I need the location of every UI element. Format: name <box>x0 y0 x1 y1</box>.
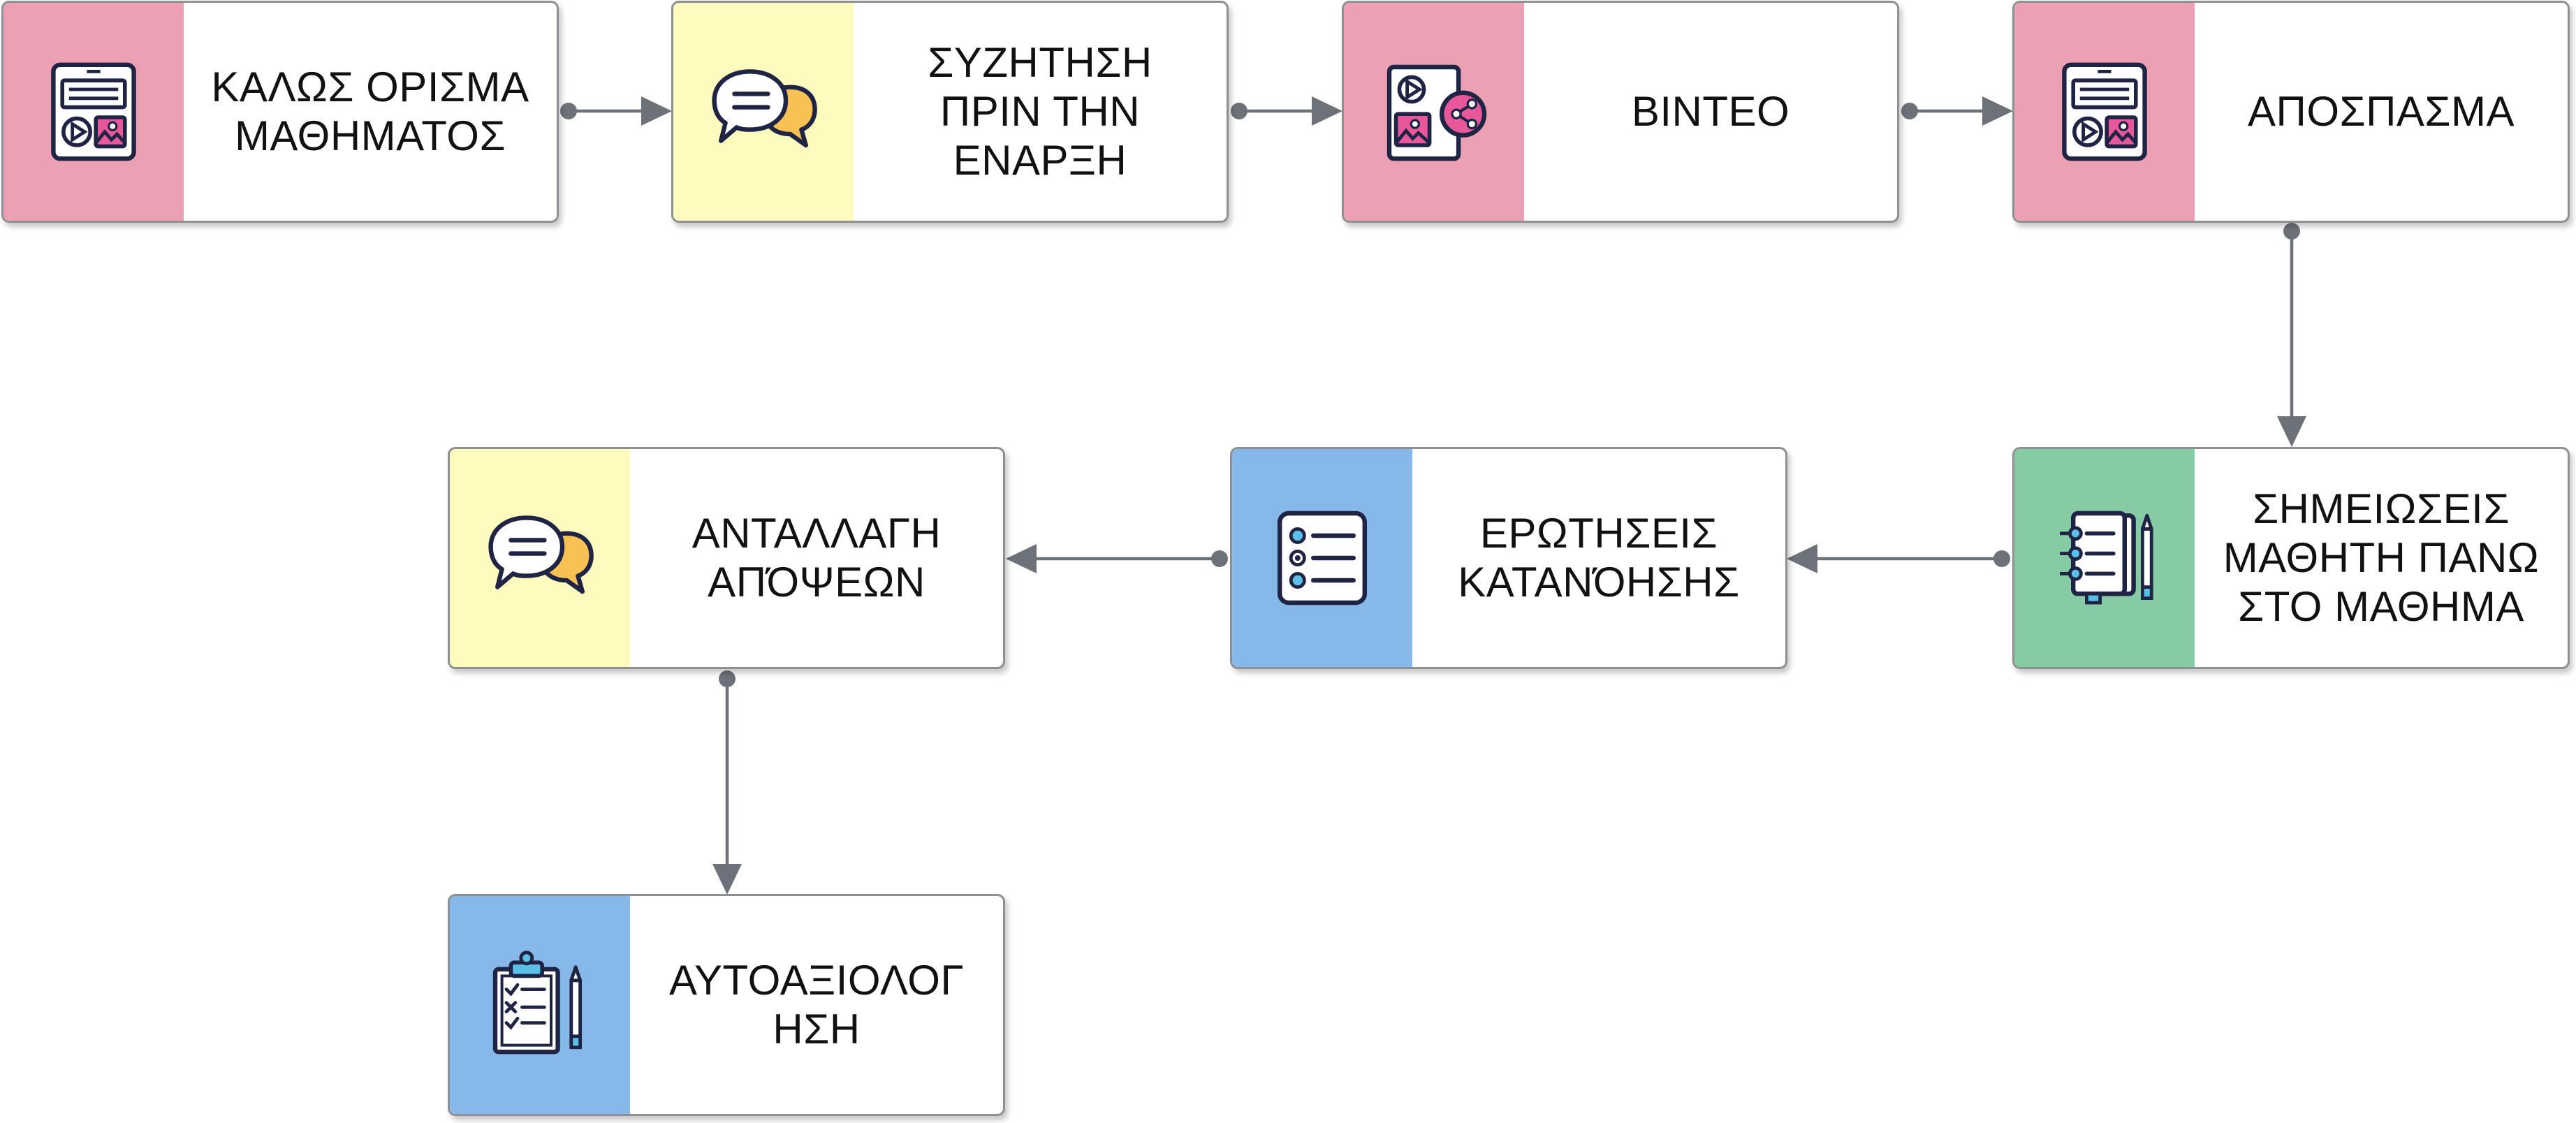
connector-start-dot <box>560 103 577 119</box>
node-label-wrap: ΚΑΛΩΣ ΟΡΙΣΜΑ ΜΑΘΗΜΑΤΟΣ <box>184 3 557 221</box>
connector-arrowhead <box>712 864 742 895</box>
node-icon-panel <box>450 449 630 667</box>
connector-start-dot <box>719 670 736 687</box>
node-label-wrap: ΑΥΤΟΑΞΙΟΛΟΓ ΗΣΗ <box>630 896 1003 1114</box>
node-label: ΒΙΝΤΕΟ <box>1631 88 1790 135</box>
node-label: ΣΗΜΕΙΩΣΕΙΣ ΜΑΘΗΤΗ ΠΑΝΩ ΣΤΟ ΜΑΘΗΜΑ <box>2223 485 2540 630</box>
connector-start-dot <box>1901 103 1918 119</box>
connector-arrowhead <box>1982 96 2013 126</box>
edge-questions-to-exchange <box>1006 544 1228 573</box>
node-icon-panel <box>673 3 854 221</box>
connector-start-dot <box>1211 550 1228 567</box>
connector-start-dot <box>1231 103 1247 119</box>
clipboard-pencil-icon <box>492 950 582 1055</box>
node-label: ΑΝΤΑΛΛΑΓΗ ΑΠΌΨΕΩΝ <box>691 510 942 605</box>
node-label: ΕΡΩΤΗΣΕΙΣ ΚΑΤΑΝΌΗΣΗΣ <box>1458 510 1740 605</box>
node-video: ΒΙΝΤΕΟ <box>1342 1 1899 223</box>
node-icon-panel <box>1232 449 1412 667</box>
node-notes: ΣΗΜΕΙΩΣΕΙΣ ΜΑΘΗΤΗ ΠΑΝΩ ΣΤΟ ΜΑΘΗΜΑ <box>2012 447 2570 669</box>
node-icon-panel <box>1344 3 1524 221</box>
edge-welcome-to-discussion <box>560 96 672 126</box>
node-label-wrap: ΣΥΖΗΤΗΣΗ ΠΡΙΝ ΤΗΝ ΕΝΑΡΞΗ <box>854 3 1227 221</box>
node-label-wrap: ΑΠΟΣΠΑΣΜΑ <box>2195 3 2568 221</box>
chat-bubbles-icon <box>488 515 594 594</box>
node-label: ΑΠΟΣΠΑΣΜΑ <box>2247 88 2515 135</box>
checklist-icon <box>1278 511 1367 605</box>
node-label-wrap: ΑΝΤΑΛΛΑΓΗ ΑΠΌΨΕΩΝ <box>630 449 1003 667</box>
node-icon-panel <box>450 896 630 1114</box>
media-layout-icon <box>51 62 136 161</box>
node-label-wrap: ΣΗΜΕΙΩΣΕΙΣ ΜΑΘΗΤΗ ΠΑΝΩ ΣΤΟ ΜΑΘΗΜΑ <box>2195 449 2568 667</box>
edge-discussion-to-video <box>1231 96 1342 126</box>
edge-video-to-excerpt <box>1901 96 2013 126</box>
edge-excerpt-to-notes <box>2277 223 2306 447</box>
node-exchange: ΑΝΤΑΛΛΑΓΗ ΑΠΌΨΕΩΝ <box>448 447 1005 669</box>
connector-start-dot <box>2283 223 2300 240</box>
node-label-wrap: ΒΙΝΤΕΟ <box>1524 3 1897 221</box>
edge-exchange-to-selfassess <box>712 670 742 895</box>
node-welcome: ΚΑΛΩΣ ΟΡΙΣΜΑ ΜΑΘΗΜΑΤΟΣ <box>1 1 559 223</box>
connector-arrowhead <box>2277 416 2306 447</box>
node-icon-panel <box>2014 3 2195 221</box>
notebook-pencil-icon <box>2060 511 2153 605</box>
node-label-wrap: ΕΡΩΤΗΣΕΙΣ ΚΑΤΑΝΌΗΣΗΣ <box>1412 449 1785 667</box>
connector-arrowhead <box>641 96 672 126</box>
node-questions: ΕΡΩΤΗΣΕΙΣ ΚΑΤΑΝΌΗΣΗΣ <box>1230 447 1787 669</box>
chat-bubbles-icon <box>712 69 817 148</box>
connector-arrowhead <box>1006 544 1037 573</box>
node-excerpt: ΑΠΟΣΠΑΣΜΑ <box>2012 1 2570 223</box>
connector-start-dot <box>1993 550 2010 567</box>
node-label: ΑΥΤΟΑΞΙΟΛΟΓ ΗΣΗ <box>668 957 965 1052</box>
video-share-icon <box>1386 64 1487 161</box>
connector-arrowhead <box>1312 96 1342 126</box>
node-label: ΚΑΛΩΣ ΟΡΙΣΜΑ ΜΑΘΗΜΑΤΟΣ <box>211 64 529 159</box>
node-icon-panel <box>3 3 184 221</box>
node-label: ΣΥΖΗΤΗΣΗ ΠΡΙΝ ΤΗΝ ΕΝΑΡΞΗ <box>928 39 1152 184</box>
edge-notes-to-questions <box>1787 544 2010 573</box>
node-icon-panel <box>2014 449 2195 667</box>
node-discussion: ΣΥΖΗΤΗΣΗ ΠΡΙΝ ΤΗΝ ΕΝΑΡΞΗ <box>671 1 1229 223</box>
node-selfassess: ΑΥΤΟΑΞΙΟΛΟΓ ΗΣΗ <box>448 894 1005 1116</box>
media-layout-icon <box>2062 62 2147 161</box>
connector-arrowhead <box>1787 544 1817 573</box>
